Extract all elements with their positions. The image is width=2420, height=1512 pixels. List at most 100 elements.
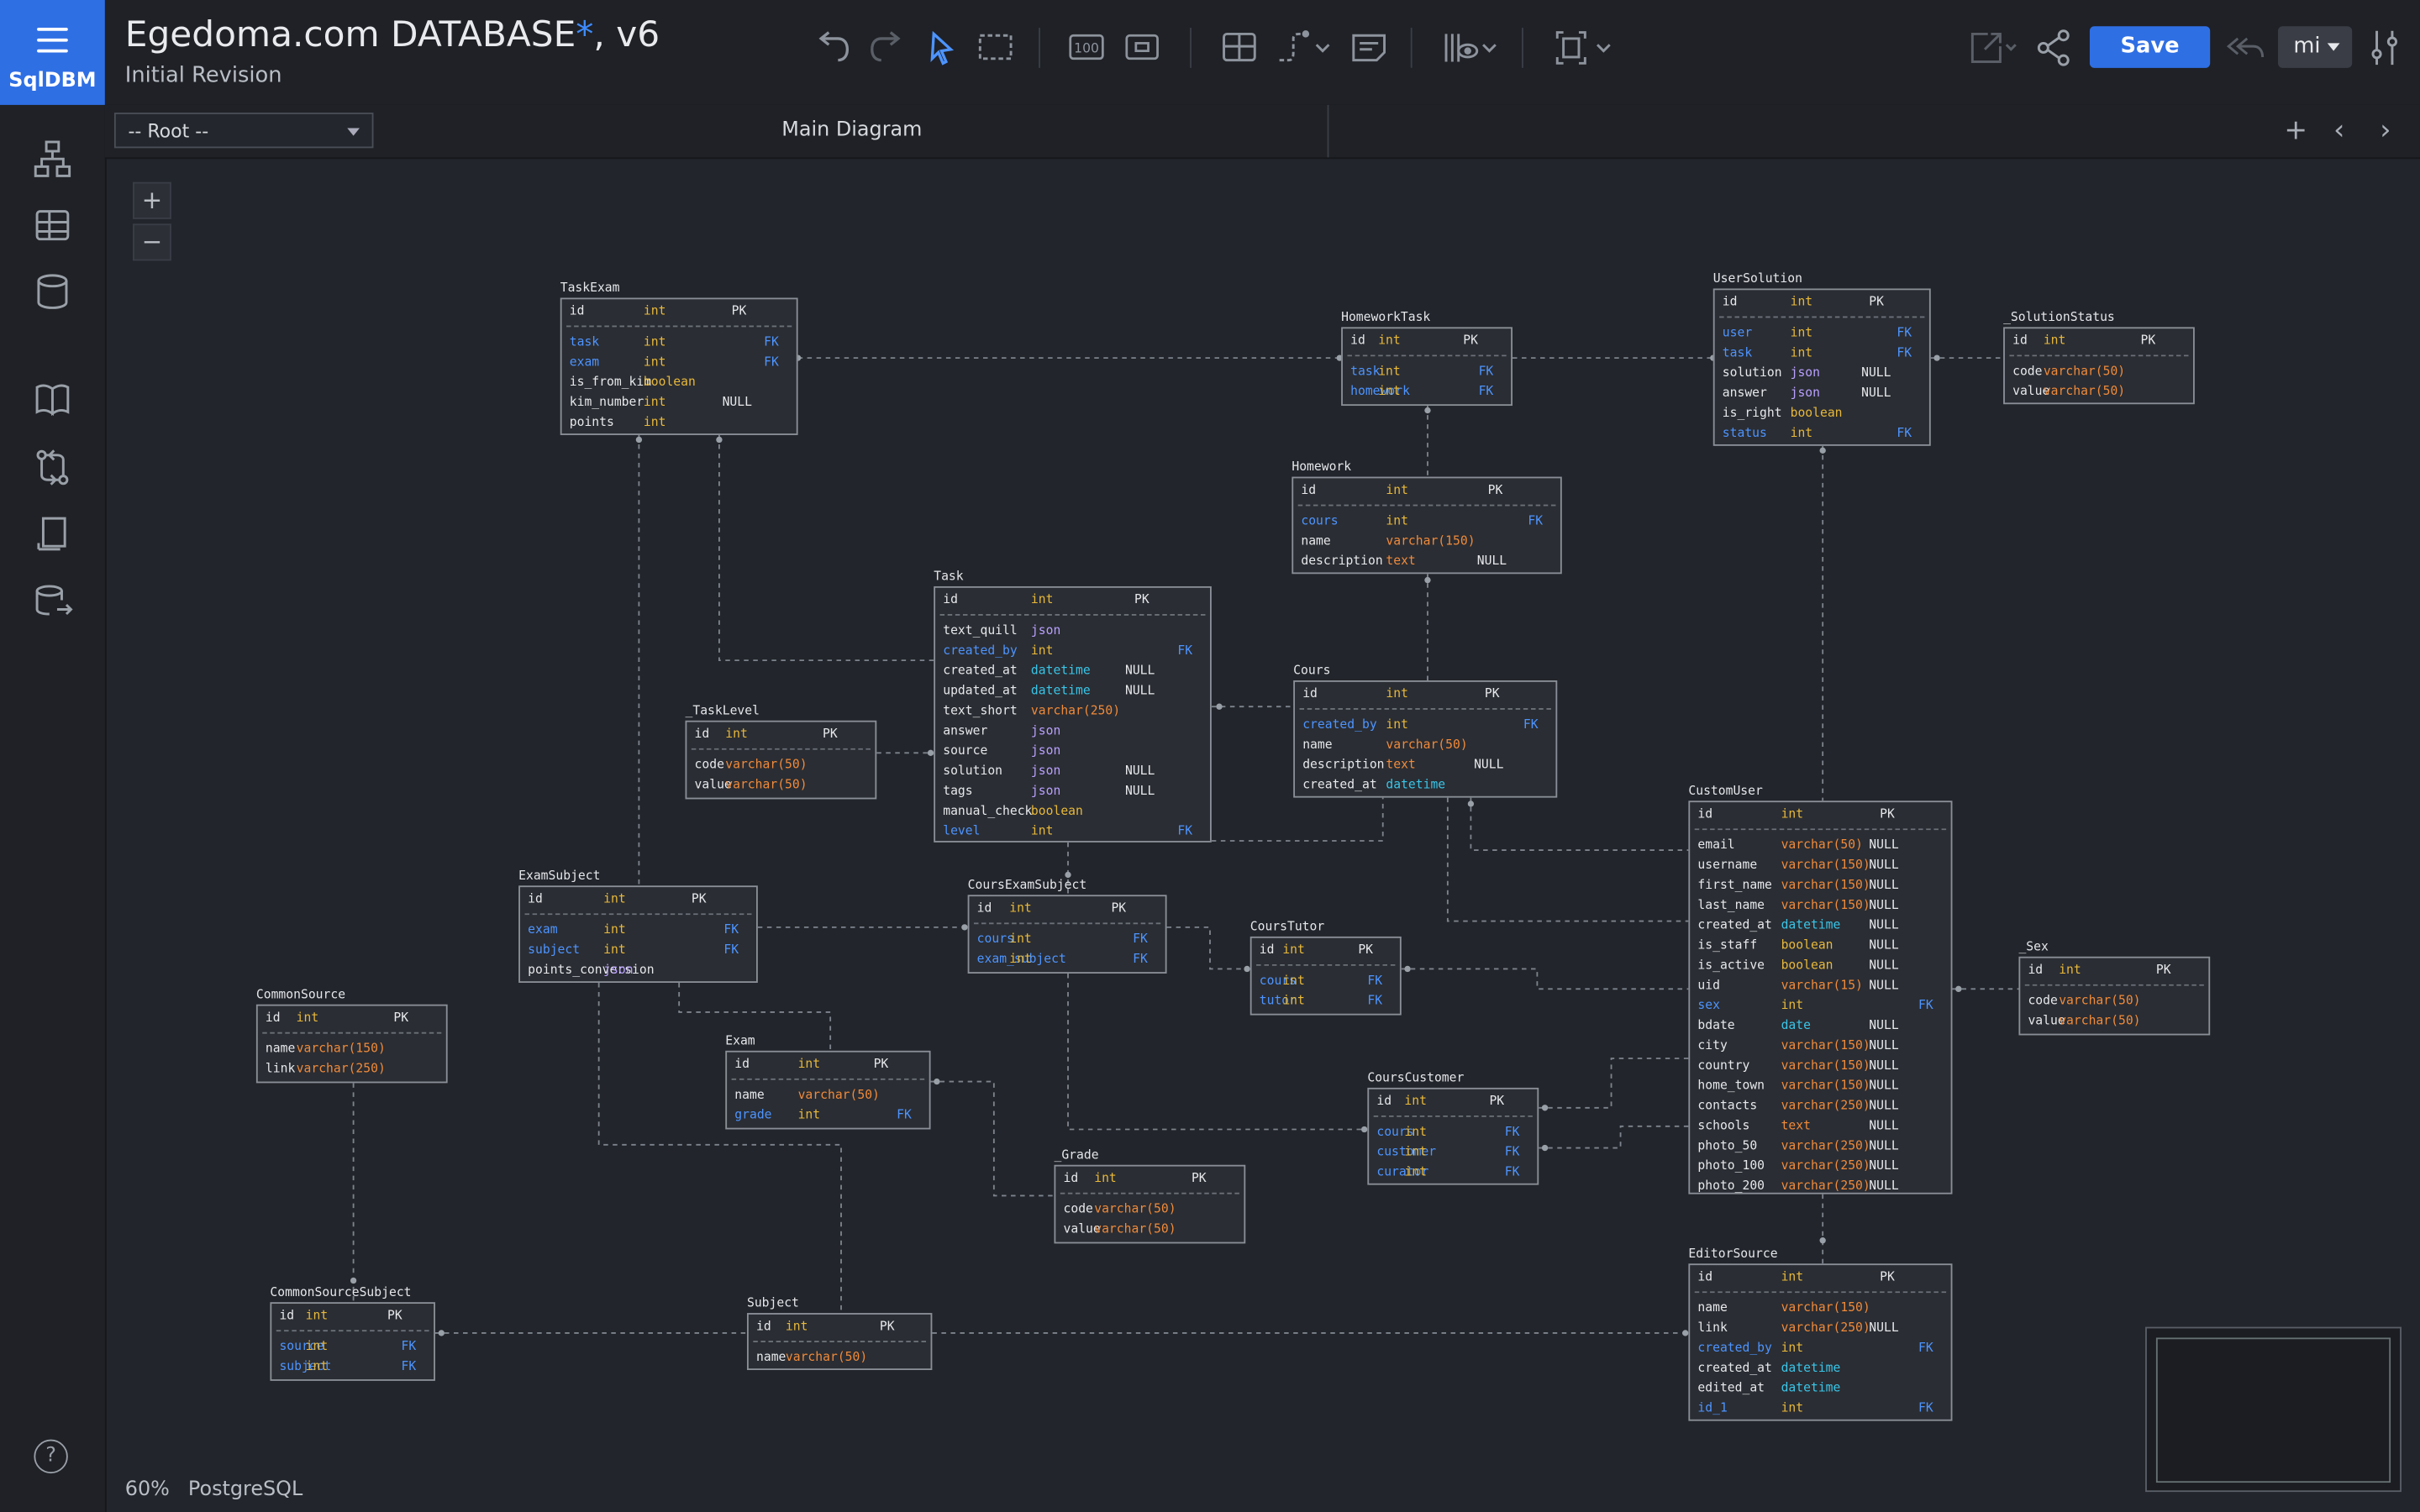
view-options-icon[interactable]: [1442, 24, 1501, 71]
share-icon[interactable]: [2034, 24, 2075, 71]
zoom-100-button[interactable]: 100: [1068, 24, 1105, 71]
layout-icon[interactable]: [1553, 24, 1614, 71]
zoom-in-button[interactable]: +: [132, 181, 171, 219]
help-icon[interactable]: ?: [34, 1439, 68, 1474]
diagram-icon[interactable]: [31, 137, 74, 180]
document-icon[interactable]: [31, 512, 74, 555]
add-diagram-icon[interactable]: +: [2284, 113, 2308, 147]
open-external-icon[interactable]: [1966, 24, 2018, 71]
pointer-icon[interactable]: [926, 24, 957, 71]
revert-icon[interactable]: [2223, 24, 2269, 71]
undo-icon[interactable]: [812, 24, 852, 71]
save-button[interactable]: Save: [2089, 26, 2211, 68]
minimap[interactable]: [2145, 1326, 2402, 1493]
export-db-icon[interactable]: [31, 580, 74, 623]
diagram-canvas[interactable]: + −: [105, 157, 2420, 1512]
zoom-out-button[interactable]: −: [132, 223, 171, 261]
note-icon[interactable]: [1349, 24, 1389, 71]
fit-screen-icon[interactable]: [1123, 24, 1160, 71]
user-menu-button[interactable]: mi: [2278, 26, 2353, 68]
minimap-viewport[interactable]: [2155, 1337, 2391, 1483]
app-logo-button[interactable]: SqlDBM: [0, 0, 105, 105]
tab-main-diagram[interactable]: Main Diagram: [376, 104, 1329, 158]
add-table-icon[interactable]: [1219, 24, 1260, 71]
